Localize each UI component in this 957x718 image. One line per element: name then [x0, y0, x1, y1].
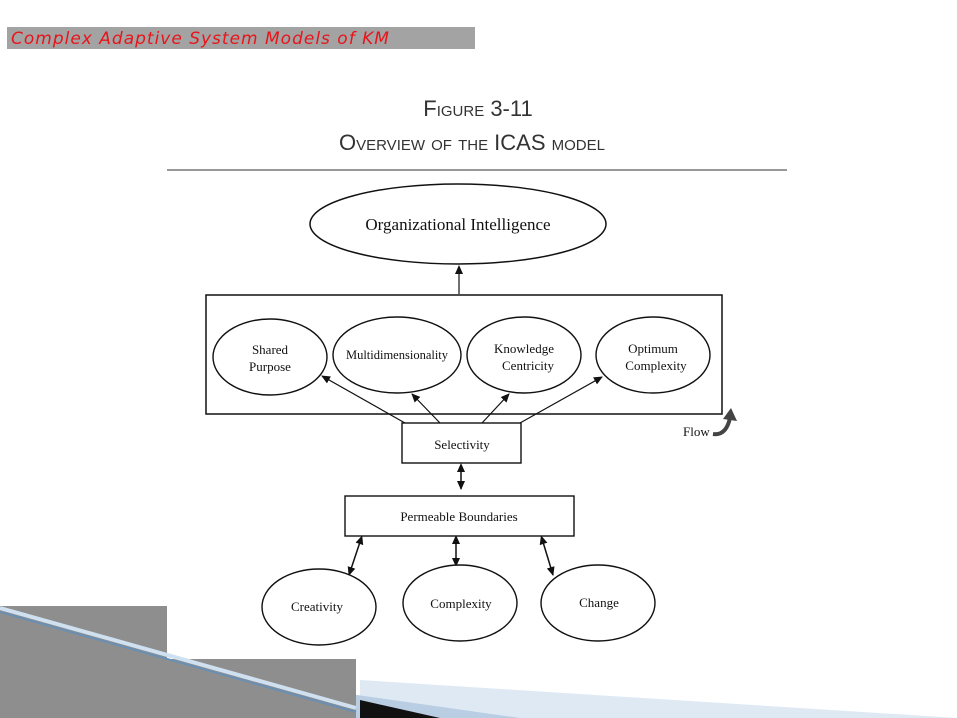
- permeable-boundaries-box: [344, 495, 575, 537]
- complexity-label: Complexity: [430, 596, 492, 611]
- knowledge-centricity-node: [466, 316, 582, 394]
- theme-decoration: [0, 606, 957, 718]
- slide-title: Complex Adaptive System Models of KM: [11, 29, 390, 49]
- knowledge-centricity-label-1: Knowledge: [494, 341, 554, 356]
- selectivity-label: Selectivity: [434, 437, 490, 452]
- multidimensionality-node: [332, 316, 462, 394]
- change-label: Change: [579, 595, 619, 610]
- optimum-complexity-label-1: Optimum: [628, 341, 678, 356]
- figure-number: Figure 3-11: [423, 96, 532, 121]
- arrow-to-shared-purpose: [321, 375, 406, 424]
- organizational-intelligence-node: [309, 183, 607, 265]
- shared-purpose-label-2: Purpose: [249, 359, 291, 374]
- flow-label: Flow: [683, 424, 710, 439]
- complexity-node: [402, 564, 518, 642]
- change-node: [540, 564, 656, 642]
- optimum-complexity-node: [595, 316, 711, 394]
- shared-purpose-label-1: Shared: [252, 342, 289, 357]
- figure-caption: Overview of the ICAS model: [339, 130, 605, 155]
- optimum-complexity-label-2: Complexity: [625, 358, 687, 373]
- arrow-to-optimum-complexity: [519, 376, 603, 424]
- arrow-change: [539, 535, 555, 576]
- flow-curved-arrow-icon: [712, 408, 737, 437]
- organizational-intelligence-label: Organizational Intelligence: [365, 215, 550, 234]
- shared-purpose-node: [212, 318, 328, 396]
- permeable-boundaries-label: Permeable Boundaries: [400, 509, 517, 524]
- arrow-creativity: [347, 535, 364, 576]
- creativity-label: Creativity: [291, 599, 343, 614]
- arrow-to-multidimensionality: [411, 393, 441, 424]
- creativity-node: [261, 568, 377, 646]
- arrow-to-knowledge-centricity: [481, 393, 510, 424]
- knowledge-centricity-label-2: Centricity: [502, 358, 554, 373]
- selectivity-box: [401, 422, 522, 464]
- multidimensionality-label: Multidimensionality: [346, 348, 449, 362]
- slide-title-banner: Complex Adaptive System Models of KM: [7, 27, 475, 49]
